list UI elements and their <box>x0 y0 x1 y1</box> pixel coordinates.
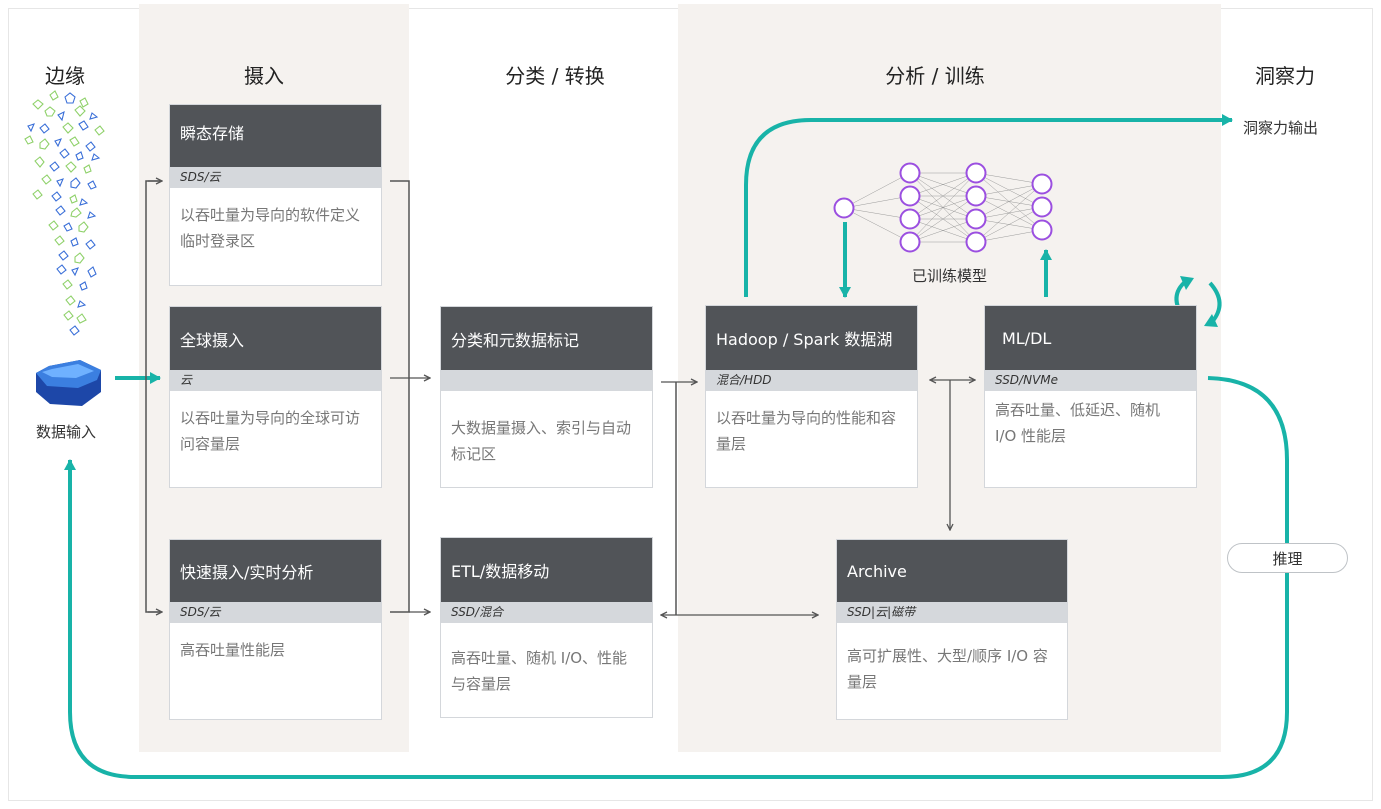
card-title: ETL/数据移动 <box>441 538 652 602</box>
network-edge <box>909 195 977 243</box>
network-edge <box>843 172 911 209</box>
network-nodes <box>833 162 1053 253</box>
card-title: 瞬态存储 <box>170 105 381 167</box>
card-subtitle <box>441 370 652 391</box>
network-edge <box>975 172 1043 185</box>
network-edge <box>843 195 911 209</box>
database-icon <box>36 360 101 406</box>
column-title-analyze: 分析 / 训练 <box>885 64 985 88</box>
card-body: 大数据量摄入、索引与自动标记区 <box>451 419 632 463</box>
network-node <box>965 185 987 207</box>
network-node <box>899 208 921 230</box>
network-edge <box>843 207 911 243</box>
trained-model-network <box>843 172 1043 243</box>
network-edge <box>975 183 1043 197</box>
network-node <box>899 231 921 253</box>
card-title: 分类和元数据标记 <box>441 307 652 370</box>
trained-model-label: 已训练模型 <box>912 267 988 285</box>
card-ml-dl: ML/DL SSD/NVMe 高吞吐量、低延迟、随机 I/O 性能层 <box>984 305 1197 488</box>
network-edge <box>909 172 977 243</box>
card-title: 全球摄入 <box>170 307 381 370</box>
column-title-classify: 分类 / 转换 <box>505 64 605 88</box>
card-body: 以吞吐量为导向的软件定义临时登录区 <box>180 206 361 250</box>
network-node <box>1031 219 1053 241</box>
inference-pill: 推理 <box>1227 543 1348 573</box>
card-subtitle: SDS/云 <box>170 167 381 188</box>
network-edge <box>843 207 911 220</box>
card-body: 高可扩展性、大型/顺序 I/O 容量层 <box>847 647 1048 691</box>
card-classify-metadata: 分类和元数据标记 大数据量摄入、索引与自动标记区 <box>440 306 653 488</box>
card-subtitle: SDS/云 <box>170 602 381 623</box>
card-transient-storage: 瞬态存储 SDS/云 以吞吐量为导向的软件定义临时登录区 <box>169 104 382 286</box>
network-node <box>965 231 987 253</box>
card-body: 高吞吐量、随机 I/O、性能与容量层 <box>451 649 628 693</box>
network-edge <box>909 172 977 197</box>
network-node <box>965 162 987 184</box>
network-edge <box>909 218 977 243</box>
network-node <box>1031 173 1053 195</box>
card-subtitle: 混合/HDD <box>706 370 917 391</box>
column-title-edge: 边缘 <box>45 64 85 88</box>
card-subtitle: SSD|云|磁带 <box>837 602 1067 623</box>
network-node <box>899 162 921 184</box>
insight-output-label: 洞察力输出 <box>1243 119 1319 137</box>
network-edge <box>975 183 1043 243</box>
card-global-ingest: 全球摄入 云 以吞吐量为导向的全球可访问容量层 <box>169 306 382 488</box>
card-subtitle: SSD/NVMe <box>985 370 1196 391</box>
data-input-label: 数据输入 <box>36 423 97 441</box>
card-title: Archive <box>837 540 1067 602</box>
card-hadoop-spark: Hadoop / Spark 数据湖 混合/HDD 以吞吐量为导向的性能和容量层 <box>705 305 918 488</box>
card-body: 以吞吐量为导向的全球可访问容量层 <box>180 409 361 453</box>
network-edge <box>975 206 1043 243</box>
card-title: ML/DL <box>985 306 1196 370</box>
network-edge <box>975 183 1043 220</box>
data-particles <box>24 90 105 336</box>
card-subtitle: SSD/混合 <box>441 602 652 623</box>
column-title-insight: 洞察力 <box>1255 64 1315 88</box>
card-body: 高吞吐量、低延迟、随机 I/O 性能层 <box>995 401 1161 445</box>
network-edge <box>975 229 1043 243</box>
column-title-ingest: 摄入 <box>244 64 284 88</box>
network-node <box>833 197 855 219</box>
network-node <box>965 208 987 230</box>
card-etl: ETL/数据移动 SSD/混合 高吞吐量、随机 I/O、性能与容量层 <box>440 537 653 718</box>
card-title: Hadoop / Spark 数据湖 <box>706 306 917 370</box>
card-fast-ingest: 快速摄入/实时分析 SDS/云 高吞吐量性能层 <box>169 539 382 720</box>
card-archive: Archive SSD|云|磁带 高可扩展性、大型/顺序 I/O 容量层 <box>836 539 1068 720</box>
card-body: 高吞吐量性能层 <box>180 641 286 659</box>
card-body: 以吞吐量为导向的性能和容量层 <box>716 409 897 453</box>
card-title: 快速摄入/实时分析 <box>170 540 381 602</box>
card-subtitle: 云 <box>170 370 381 391</box>
network-edge <box>909 172 977 220</box>
network-node <box>1031 196 1053 218</box>
network-node <box>899 185 921 207</box>
